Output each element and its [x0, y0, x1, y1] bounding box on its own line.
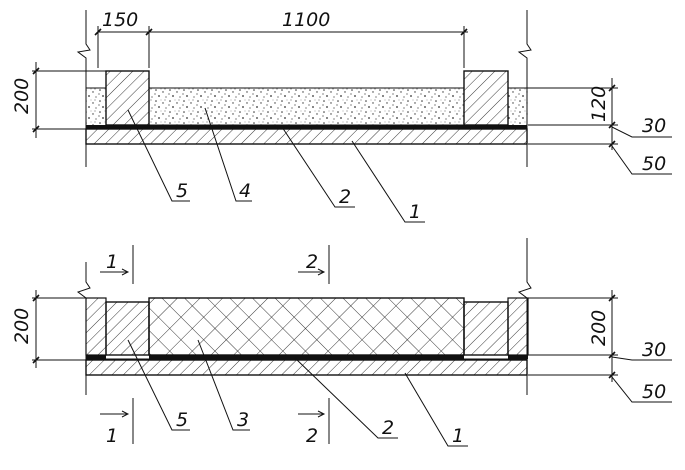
callout-1: 1	[409, 201, 421, 223]
side-wall-right	[507, 297, 529, 356]
bottom-section: 200 200 30 50 1 2 1 2	[11, 238, 672, 447]
dim-layer-1: 50	[642, 153, 666, 175]
membrane-left	[86, 355, 106, 359]
callout-4: 4	[239, 180, 251, 202]
callout-5: 5	[176, 409, 188, 431]
dim-height-left: 200	[11, 308, 33, 344]
side-wall-left	[85, 297, 107, 356]
post-left	[105, 70, 150, 126]
dim-post-width: 150	[102, 9, 138, 31]
base-slab	[85, 128, 528, 145]
side-fill-right	[508, 88, 528, 125]
dim-layer-2: 30	[642, 115, 666, 137]
dim-span: 1100	[282, 9, 330, 31]
membrane-right	[508, 355, 528, 359]
dim-height-right: 200	[588, 310, 610, 346]
side-fill-left	[86, 88, 106, 125]
base-slab	[85, 359, 528, 376]
insulation-board	[148, 297, 465, 356]
callout-1: 1	[452, 425, 464, 447]
dim-height-left: 200	[11, 78, 33, 114]
cut-mark-bottom-2: 2	[306, 425, 318, 447]
membrane-layer	[86, 125, 527, 129]
cut-mark-bottom-1: 1	[106, 425, 118, 447]
post-right	[463, 301, 509, 356]
membrane-center	[149, 355, 464, 359]
dotted-fill	[148, 87, 465, 126]
dim-layer-2: 30	[642, 339, 666, 361]
callout-3: 3	[237, 409, 249, 431]
post-right	[463, 70, 509, 126]
dim-fill-height: 120	[588, 86, 610, 122]
callout-5: 5	[176, 180, 188, 202]
dim-layer-1: 50	[642, 381, 666, 403]
callout-2: 2	[339, 186, 351, 208]
top-section: 150 1100 200 120 30 50 5 4 2 1	[11, 9, 672, 223]
cut-mark-top-2: 2	[306, 251, 318, 273]
post-left	[105, 301, 150, 356]
cut-mark-top-1: 1	[106, 251, 118, 273]
callout-2: 2	[382, 417, 394, 439]
